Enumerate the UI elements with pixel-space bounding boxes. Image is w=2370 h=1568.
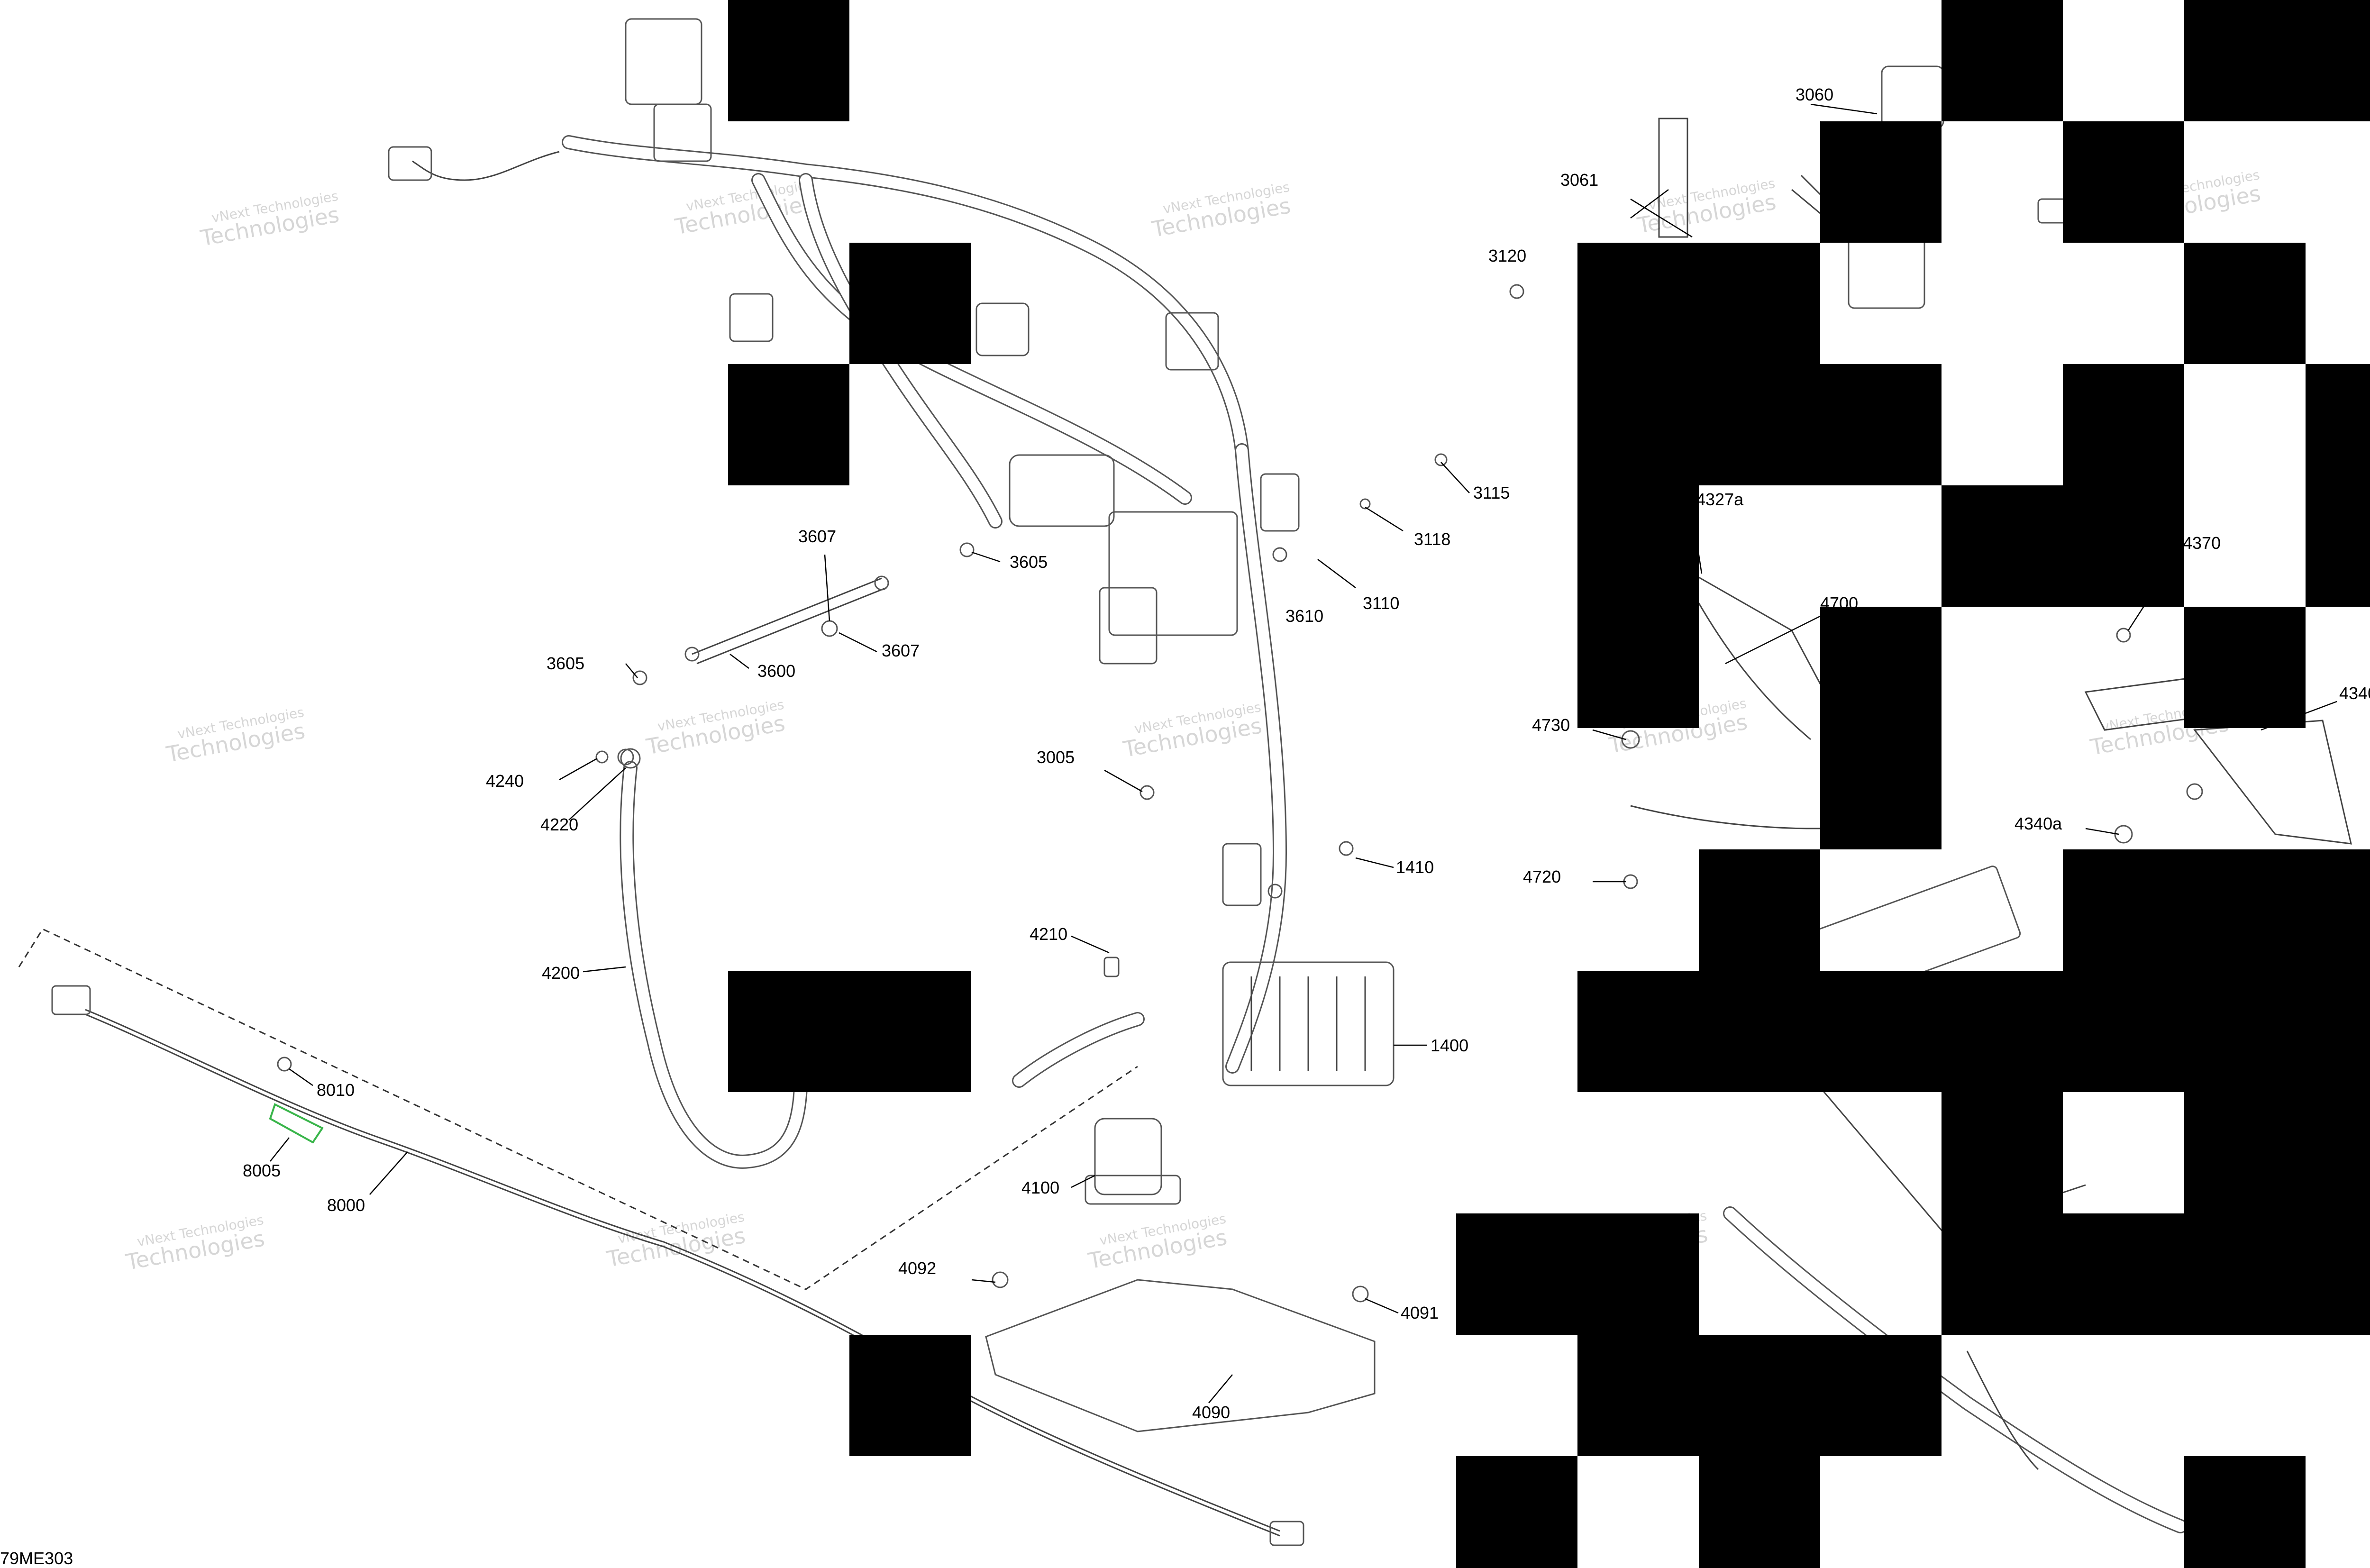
callout-4340a: 4340a	[2014, 814, 2062, 833]
callout-1400: 1400	[1431, 1036, 1468, 1055]
callout-3600: 3600	[757, 661, 795, 681]
callout-4720: 4720	[1523, 867, 1561, 886]
watermark: vNext Technologies Technologies	[644, 697, 787, 760]
callout-4730: 4730	[1532, 715, 1570, 735]
callout-4220: 4220	[540, 815, 578, 834]
callout-labels: 3060 3061 3120 3070 3115 3118 3110 3610 …	[243, 85, 2370, 1422]
bracket-4090	[985, 1279, 1376, 1432]
watermark: vNext Technologies Technologies	[198, 188, 341, 251]
callout-4210: 4210	[1030, 924, 1067, 944]
cap-4210	[1012, 957, 1145, 1088]
watermark: vNext Technologies Technologies	[1635, 175, 1778, 238]
callout-3610: 3610	[1285, 606, 1323, 626]
callout-4370: 4370	[2183, 533, 2221, 553]
diagram-code: 79ME303	[0, 1549, 73, 1568]
callout-4240: 4240	[486, 771, 524, 791]
watermark: vNext Technologies Technologies	[604, 1209, 747, 1272]
highlighted-clip	[269, 1103, 324, 1144]
callout-4340: 4340	[2339, 684, 2370, 703]
watermark: vNext Technologies Technologies	[164, 704, 307, 767]
watermark: vNext Technologies Technologies	[124, 1212, 266, 1275]
callout-8000: 8000	[327, 1195, 365, 1215]
ground-cable-4200	[620, 748, 808, 1169]
watermark: vNext Technologies Technologies	[1086, 1211, 1229, 1274]
main-wiring-harness	[388, 18, 1300, 1074]
callout-3605-right: 3605	[1010, 552, 1048, 572]
callout-4090: 4090	[1192, 1403, 1230, 1422]
callout-4091: 4091	[1401, 1303, 1439, 1322]
callout-4092: 4092	[898, 1258, 936, 1278]
callout-3060: 3060	[1796, 85, 1833, 104]
callout-1410: 1410	[1396, 857, 1434, 877]
callout-3115: 3115	[1473, 483, 1510, 502]
callout-3118: 3118	[1414, 529, 1450, 549]
watermark: vNext Technologies Technologies	[673, 177, 815, 240]
watermark: vNext Technologies Technologies	[1149, 179, 1292, 242]
callout-3607-bottom: 3607	[882, 641, 920, 660]
callout-3605-left: 3605	[547, 654, 584, 673]
callout-8010: 8010	[317, 1080, 355, 1100]
callout-3061: 3061	[1560, 170, 1598, 190]
cable-3600	[684, 575, 889, 665]
callout-4327a: 4327a	[1696, 490, 1744, 509]
callout-3110: 3110	[1363, 593, 1399, 613]
watermark: vNext Technologies Technologies	[1121, 699, 1264, 762]
redaction-blocks	[728, 0, 2370, 1568]
callout-4100: 4100	[1021, 1178, 1059, 1197]
solenoid-4100	[1085, 1118, 1181, 1205]
wire-8000	[51, 985, 1304, 1546]
callout-3607-top: 3607	[798, 527, 836, 546]
wire-routing-outline	[18, 928, 1138, 1290]
callout-8005: 8005	[243, 1161, 281, 1180]
callout-3005: 3005	[1037, 748, 1075, 767]
callout-4200: 4200	[542, 963, 580, 983]
callout-3120: 3120	[1488, 246, 1526, 265]
regulator-1400	[1222, 961, 1395, 1086]
